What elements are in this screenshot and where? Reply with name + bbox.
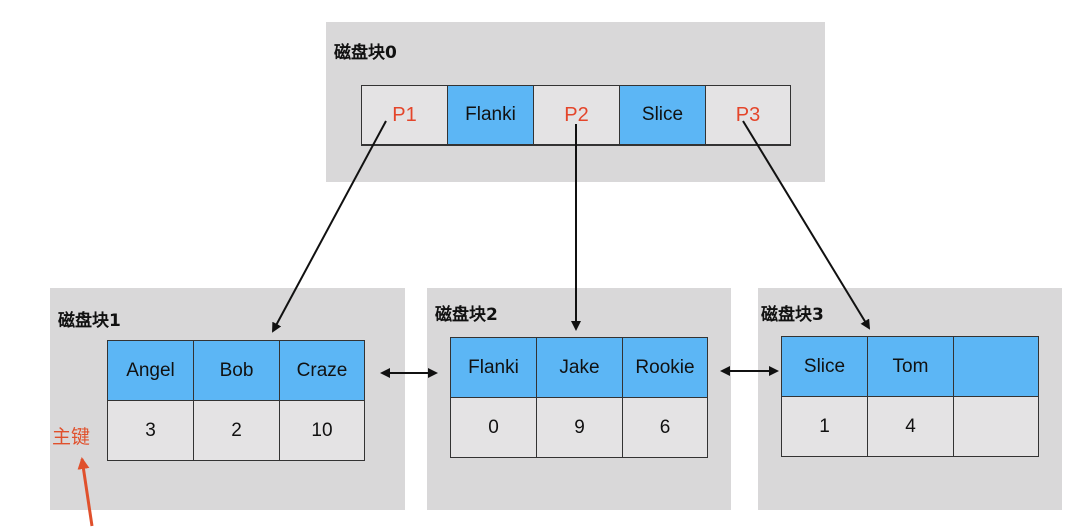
block-title: 磁盘块3 xyxy=(761,305,824,325)
block-title: 磁盘块2 xyxy=(435,305,498,325)
leaf3-value-0: 1 xyxy=(782,397,868,456)
leaf2-key-1: Jake xyxy=(537,338,623,398)
root-key-flanki: Flanki xyxy=(448,86,534,145)
leaf2-key-2: Rookie xyxy=(623,338,707,398)
leaf2-key-0: Flanki xyxy=(451,338,537,398)
disk-block-1: 磁盘块1 Angel Bob Craze 3 2 10 主键 xyxy=(50,288,405,510)
leaf1-value-2: 10 xyxy=(280,401,364,460)
leaf1-value-0: 3 xyxy=(108,401,194,460)
leaf1-value-1: 2 xyxy=(194,401,280,460)
leaf2-value-0: 0 xyxy=(451,398,537,457)
leaf3-value-1: 4 xyxy=(868,397,954,456)
leaf-node-2: Flanki Jake Rookie 0 9 6 xyxy=(450,337,708,458)
pointer-p3: P3 xyxy=(706,86,790,145)
root-node: P1 Flanki P2 Slice P3 xyxy=(361,85,791,146)
root-key-slice: Slice xyxy=(620,86,706,145)
leaf3-key-0: Slice xyxy=(782,337,868,397)
block-title: 磁盘块0 xyxy=(334,43,397,63)
disk-block-2: 磁盘块2 Flanki Jake Rookie 0 9 6 xyxy=(427,288,731,510)
pointer-p2: P2 xyxy=(534,86,620,145)
leaf3-value-2 xyxy=(954,397,1038,456)
primary-key-label: 主键 xyxy=(52,426,91,448)
leaf-node-1: Angel Bob Craze 3 2 10 xyxy=(107,340,365,461)
leaf1-key-1: Bob xyxy=(194,341,280,401)
leaf2-value-2: 6 xyxy=(623,398,707,457)
disk-block-0: 磁盘块0 P1 Flanki P2 Slice P3 xyxy=(326,22,825,182)
leaf1-key-0: Angel xyxy=(108,341,194,401)
leaf3-key-1: Tom xyxy=(868,337,954,397)
leaf1-key-2: Craze xyxy=(280,341,364,401)
leaf2-value-1: 9 xyxy=(537,398,623,457)
pointer-p1: P1 xyxy=(362,86,448,145)
disk-block-3: 磁盘块3 Slice Tom 1 4 xyxy=(758,288,1062,510)
leaf3-key-2 xyxy=(954,337,1038,397)
leaf-node-3: Slice Tom 1 4 xyxy=(781,336,1039,457)
block-title: 磁盘块1 xyxy=(58,311,121,331)
